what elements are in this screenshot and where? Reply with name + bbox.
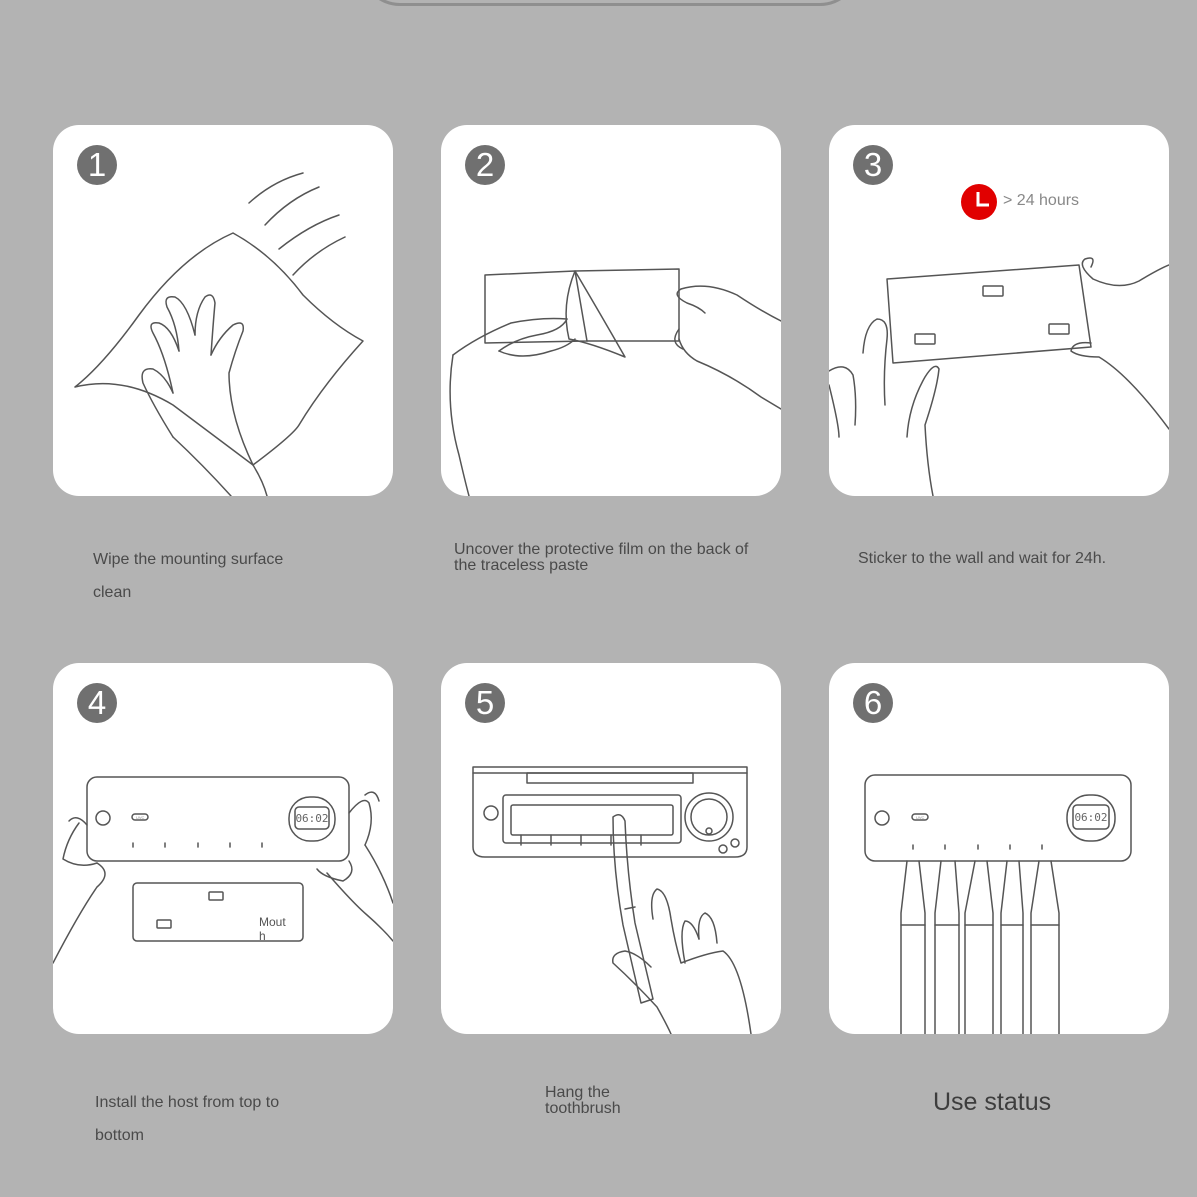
host-brand-label: UVC bbox=[136, 815, 145, 820]
step-5-caption: Hang the toothbrush bbox=[545, 1084, 621, 1117]
clock-label: > 24 hours bbox=[1003, 192, 1080, 209]
step-3-caption: Sticker to the wall and wait for 24h. bbox=[858, 550, 1107, 567]
host-display-time: 06:02 bbox=[295, 812, 328, 825]
status-display-time: 06:02 bbox=[1074, 811, 1107, 824]
step-3-card: 3 > 24 hours bbox=[829, 125, 1169, 496]
clock-icon bbox=[961, 184, 997, 220]
step-4-card: 06:02 UVC 4 Mouth bbox=[53, 663, 393, 1034]
step-2-card: 2 bbox=[441, 125, 781, 496]
step-6-card: 06:02 UVC 6 bbox=[829, 663, 1169, 1034]
hang-toothbrush-illustration bbox=[472, 766, 752, 1034]
step-1-badge: 1 bbox=[77, 145, 117, 185]
step-6-caption: Use status bbox=[933, 1088, 1052, 1116]
status-brand-label: UVC bbox=[916, 815, 925, 820]
step-5-card: 5 bbox=[441, 663, 781, 1034]
mount-plate-label: Mouth bbox=[259, 915, 286, 943]
step-6-badge: 6 bbox=[853, 683, 893, 723]
step-2-badge: 2 bbox=[465, 145, 505, 185]
use-status-illustration: 06:02 UVC bbox=[864, 774, 1132, 1034]
step-1-card: 1 bbox=[53, 125, 393, 496]
step-4-badge: 4 bbox=[77, 683, 117, 723]
install-host-illustration: 06:02 UVC bbox=[53, 776, 393, 964]
wipe-hand-illustration bbox=[74, 172, 364, 496]
step-1-caption: Wipe the mounting surface clean bbox=[93, 551, 284, 601]
top-decorative-arc bbox=[360, 0, 860, 6]
step-2-caption: Uncover the protective film on the back … bbox=[454, 541, 749, 574]
step-4-caption: Install the host from top to bottom bbox=[95, 1094, 280, 1144]
step-5-badge: 5 bbox=[465, 683, 505, 723]
step-3-badge: 3 bbox=[853, 145, 893, 185]
peel-film-illustration bbox=[449, 268, 781, 496]
stick-to-wall-illustration bbox=[829, 184, 1169, 496]
